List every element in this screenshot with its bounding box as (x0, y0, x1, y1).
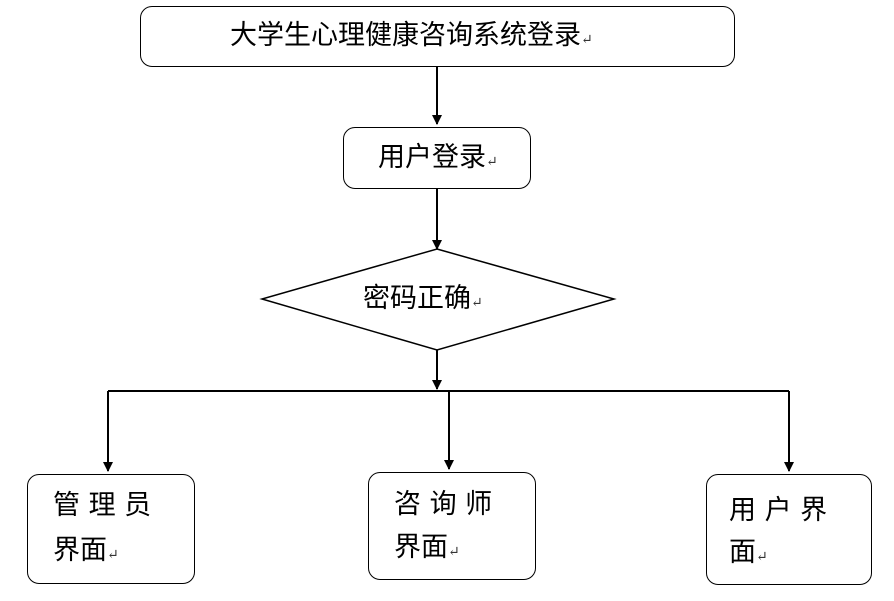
return-mark-icon: ↵ (486, 154, 498, 170)
return-mark-icon: ↵ (107, 547, 119, 563)
admin-node-line2: 界面↵ (53, 535, 119, 566)
title-node (140, 6, 735, 67)
login-node (343, 127, 531, 189)
counselor-node-line1: 咨 询 师 (394, 489, 493, 520)
login-node-label: 用户登录↵ (378, 142, 498, 173)
admin-node-line1: 管 理 员 (53, 490, 152, 521)
counselor-interface-node (368, 472, 536, 580)
return-mark-icon: ↵ (581, 32, 593, 48)
admin-interface-node (27, 474, 195, 584)
title-node-label: 大学生心理健康咨询系统登录↵ (230, 20, 593, 51)
return-mark-icon: ↵ (448, 544, 460, 560)
decision-node-label: 密码正确↵ (363, 283, 483, 314)
counselor-node-line2: 界面↵ (394, 532, 460, 563)
return-mark-icon: ↵ (756, 549, 768, 565)
return-mark-icon: ↵ (471, 295, 483, 311)
user-interface-node (706, 474, 872, 585)
decision-diamond (259, 248, 617, 351)
user-node-line2: 面↵ (729, 537, 768, 568)
user-node-line1: 用 户 界 (729, 495, 828, 526)
